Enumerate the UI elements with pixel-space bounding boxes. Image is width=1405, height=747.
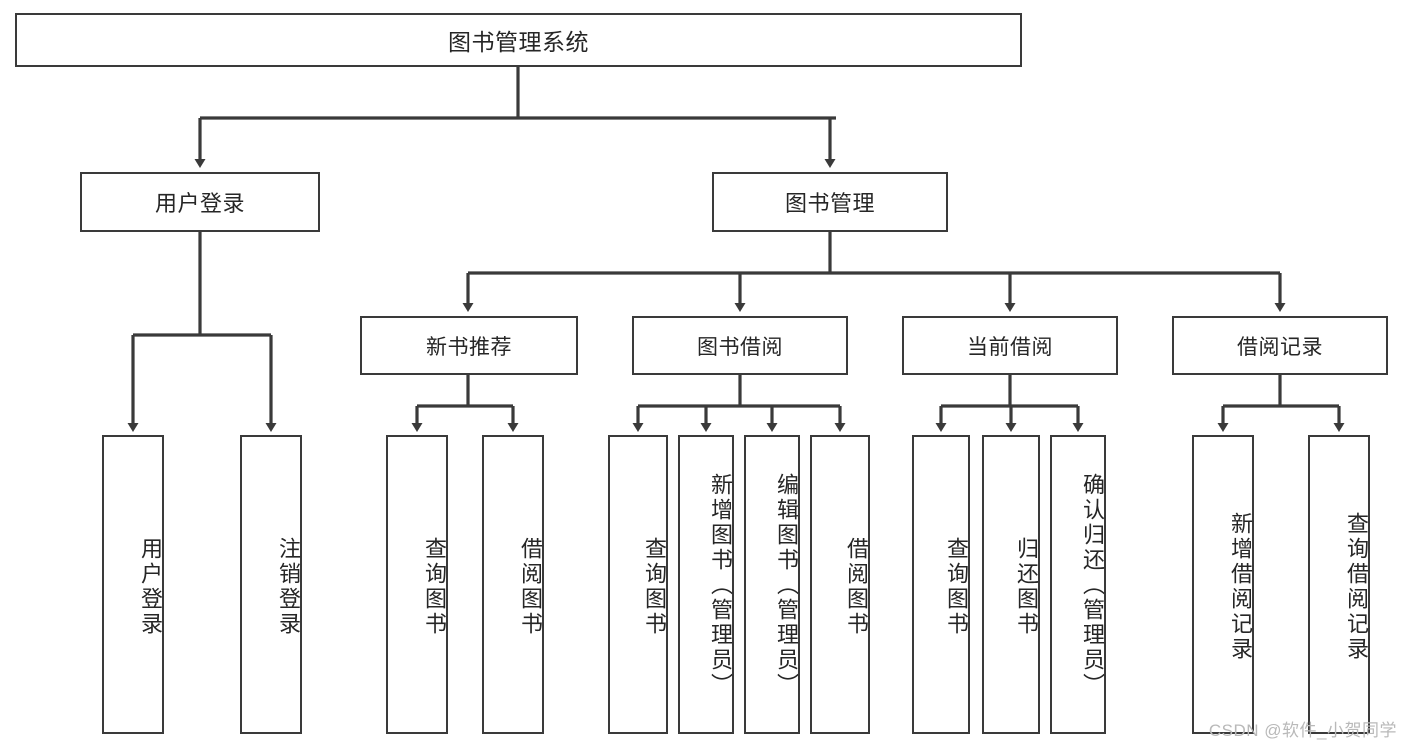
leaf-user-logout[interactable]: 注销登录 bbox=[240, 435, 302, 734]
leaf-query-book-recommend[interactable]: 查询图书 bbox=[386, 435, 448, 734]
node-borrow-record[interactable]: 借阅记录 bbox=[1172, 316, 1388, 375]
leaf-query-book-borrow[interactable]: 查询图书 bbox=[608, 435, 668, 734]
leaf-return-book[interactable]: 归还图书 bbox=[982, 435, 1040, 734]
node-book-management[interactable]: 图书管理 bbox=[712, 172, 948, 232]
leaf-query-borrow-record[interactable]: 查询借阅记录 bbox=[1308, 435, 1370, 734]
leaf-borrow-book[interactable]: 借阅图书 bbox=[810, 435, 870, 734]
leaf-add-book-admin[interactable]: 新增图书（管理员） bbox=[678, 435, 734, 734]
leaf-edit-book-admin[interactable]: 编辑图书（管理员） bbox=[744, 435, 800, 734]
leaf-confirm-return-admin[interactable]: 确认归还（管理员） bbox=[1050, 435, 1106, 734]
csdn-watermark: CSDN @软件_小贺同学 bbox=[1208, 721, 1397, 740]
leaf-user-login[interactable]: 用户登录 bbox=[102, 435, 164, 734]
node-new-book-recommend[interactable]: 新书推荐 bbox=[360, 316, 578, 375]
node-current-borrow[interactable]: 当前借阅 bbox=[902, 316, 1118, 375]
leaf-query-book-current[interactable]: 查询图书 bbox=[912, 435, 970, 734]
node-root-system[interactable]: 图书管理系统 bbox=[15, 13, 1022, 67]
leaf-add-borrow-record[interactable]: 新增借阅记录 bbox=[1192, 435, 1254, 734]
node-book-borrow[interactable]: 图书借阅 bbox=[632, 316, 848, 375]
node-user-login[interactable]: 用户登录 bbox=[80, 172, 320, 232]
leaf-borrow-book-recommend[interactable]: 借阅图书 bbox=[482, 435, 544, 734]
